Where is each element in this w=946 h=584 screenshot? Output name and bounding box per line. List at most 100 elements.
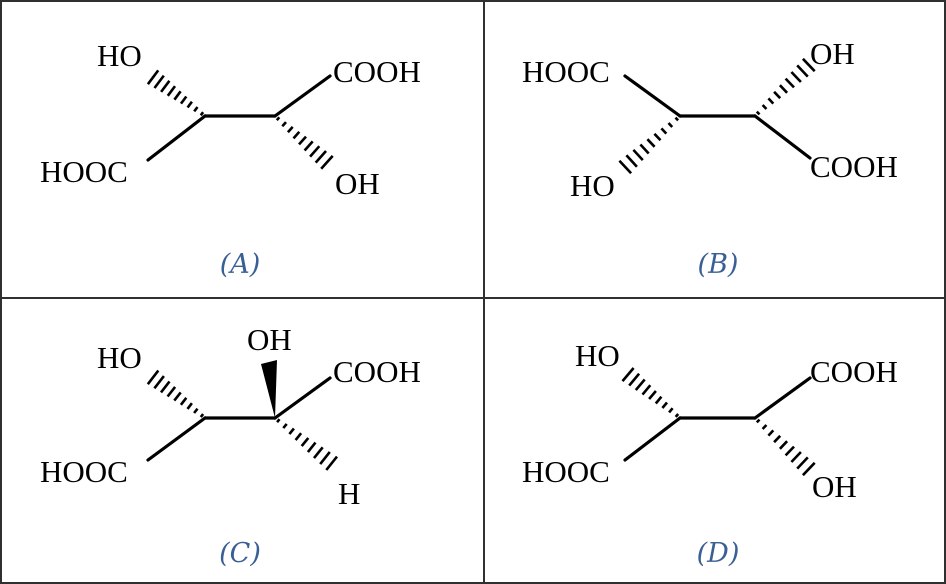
hash-stroke <box>767 97 775 105</box>
group-upper-left: HOOC <box>522 54 610 89</box>
hashed-bond-upper-left <box>146 369 205 418</box>
hash-stroke <box>674 116 680 122</box>
hash-stroke <box>193 106 199 113</box>
hash-stroke <box>281 121 287 128</box>
hash-stroke <box>325 455 339 471</box>
hashed-bond-lower-right <box>755 418 816 477</box>
panel-caption: (D) <box>697 538 740 569</box>
panel-b: HOOC HO OH COOH (B) <box>522 36 898 280</box>
hash-stroke <box>276 418 281 424</box>
hash-stroke <box>790 71 802 83</box>
hash-stroke <box>674 413 680 418</box>
hash-stroke <box>153 375 165 390</box>
hash-stroke <box>778 440 789 450</box>
panel-d: HO HOOC COOH OH (D) <box>522 338 898 569</box>
hash-stroke <box>166 85 177 97</box>
group-upper-right: COOH <box>810 354 898 389</box>
hash-stroke <box>306 441 317 453</box>
bond-lower-left <box>146 114 207 162</box>
hash-stroke <box>784 77 795 89</box>
hash-stroke <box>634 378 646 391</box>
hash-stroke <box>320 155 334 170</box>
hash-stroke <box>661 401 668 409</box>
hash-stroke <box>186 100 193 109</box>
group-lower-left: HOOC <box>522 454 610 489</box>
hash-stroke <box>300 437 310 447</box>
hash-stroke <box>668 407 674 414</box>
hash-stroke <box>646 138 656 148</box>
hash-stroke <box>621 367 635 382</box>
group-upper-left: HO <box>97 38 142 73</box>
group-lower-right: COOH <box>810 149 898 184</box>
hash-stroke <box>298 135 307 146</box>
hash-stroke <box>618 159 633 175</box>
hash-stroke <box>796 64 809 78</box>
hash-stroke <box>773 90 782 100</box>
hash-stroke <box>767 429 775 437</box>
hash-stroke <box>294 432 303 441</box>
hash-stroke <box>801 461 816 477</box>
bond-upper-right <box>753 376 812 420</box>
hash-stroke <box>153 74 165 89</box>
hash-stroke <box>199 413 205 418</box>
panel-caption: (A) <box>220 249 261 280</box>
group-lower-left: HOOC <box>40 454 128 489</box>
hashed-bond-lower-right <box>276 418 339 471</box>
group-lower-left: HOOC <box>40 154 128 189</box>
panel-c: HO HOOC OH COOH H (C) <box>40 322 421 569</box>
hash-stroke <box>314 150 327 164</box>
hash-stroke <box>292 130 301 140</box>
group-upper-right: COOH <box>333 354 421 389</box>
hash-stroke <box>275 116 281 122</box>
hash-stroke <box>660 127 668 135</box>
hash-stroke <box>179 397 188 406</box>
hash-stroke <box>639 143 650 155</box>
hash-stroke <box>282 423 288 429</box>
panel-caption: (B) <box>698 249 739 280</box>
hash-stroke <box>778 84 789 94</box>
hash-stroke <box>761 424 768 430</box>
hashed-bond-upper-left <box>621 367 680 418</box>
hash-stroke <box>761 104 768 110</box>
wedge-bond-top <box>261 360 277 418</box>
hash-stroke <box>286 126 294 134</box>
hash-stroke <box>784 445 795 457</box>
hashed-bond-lower-left <box>618 116 680 175</box>
panel-caption: (C) <box>219 538 261 569</box>
hash-stroke <box>654 395 663 405</box>
hashed-bond-upper-right <box>755 57 816 116</box>
group-upper-right: OH <box>810 36 855 71</box>
group-lower-right: OH <box>812 469 857 504</box>
hash-stroke <box>179 95 188 105</box>
hash-stroke <box>303 140 314 152</box>
hash-stroke <box>648 390 657 400</box>
hashed-bond-lower-right <box>275 116 334 170</box>
hash-stroke <box>796 456 809 470</box>
hash-stroke <box>186 402 193 410</box>
bond-upper-left <box>623 74 682 118</box>
hashed-bond-upper-left <box>146 69 205 117</box>
hash-stroke <box>641 384 652 396</box>
bond-lower-left <box>623 416 682 462</box>
group-lower-left: HO <box>570 168 615 203</box>
hash-stroke <box>755 418 761 424</box>
bond-lower-right <box>753 114 812 160</box>
hash-stroke <box>160 80 171 93</box>
group-lower-right: H <box>338 476 360 511</box>
hash-stroke <box>773 434 782 444</box>
hash-stroke <box>199 111 205 117</box>
hash-stroke <box>312 446 324 459</box>
hash-stroke <box>755 110 761 116</box>
hash-stroke <box>193 407 199 414</box>
group-top: OH <box>247 322 292 357</box>
hash-stroke <box>146 369 160 385</box>
hash-stroke <box>628 372 641 387</box>
group-lower-right: OH <box>335 166 380 201</box>
hash-stroke <box>632 149 644 161</box>
group-upper-right: COOH <box>333 54 421 89</box>
group-upper-left: HO <box>575 338 620 373</box>
bond-lower-left <box>146 416 207 462</box>
hash-stroke <box>309 145 321 158</box>
hash-stroke <box>625 154 638 168</box>
